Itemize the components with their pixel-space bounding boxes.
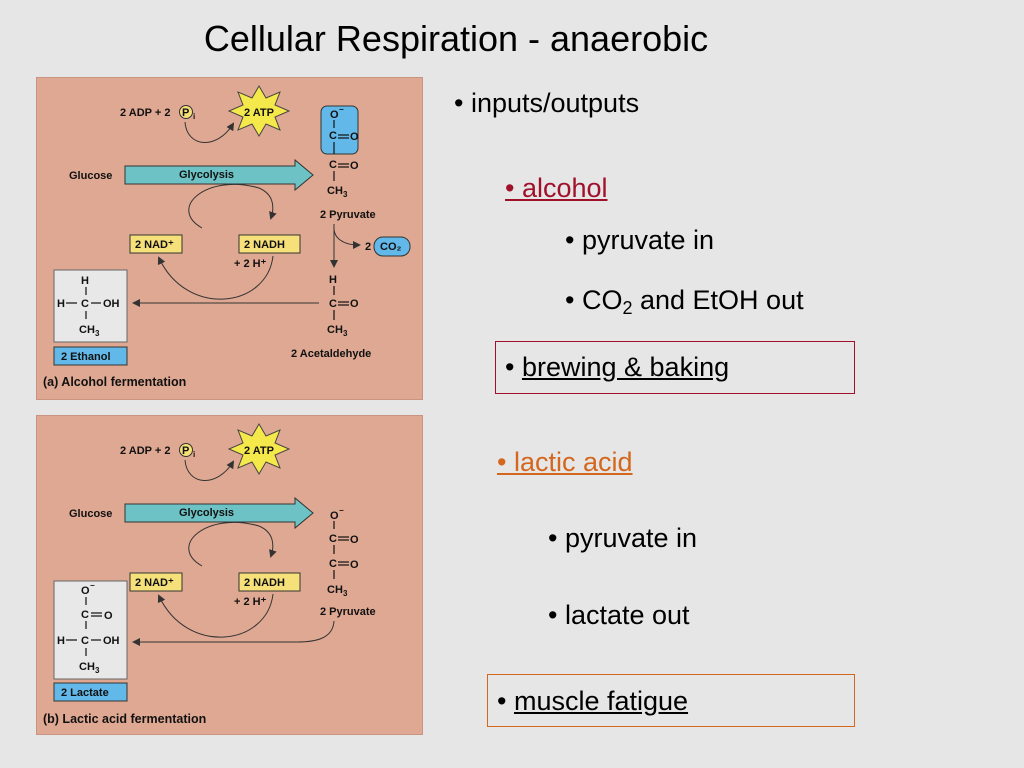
bullet-co2-etoh-out: • CO2 and EtOH out <box>565 285 804 318</box>
svg-text:C: C <box>329 130 337 142</box>
nad-label: 2 NAD⁺ <box>135 239 174 251</box>
svg-text:CH: CH <box>327 584 343 596</box>
svg-text:CH: CH <box>79 324 95 336</box>
svg-text:3: 3 <box>95 329 100 338</box>
nadh-box <box>238 234 301 254</box>
glucose-label: Glucose <box>69 170 112 182</box>
svg-text:3: 3 <box>343 589 348 598</box>
slide-title: Cellular Respiration - anaerobic <box>203 18 709 59</box>
svg-text:C: C <box>81 635 89 647</box>
svg-text:C: C <box>329 159 337 171</box>
svg-text:O: O <box>330 109 339 121</box>
glycolysis-label: Glycolysis <box>179 507 234 519</box>
svg-text:3: 3 <box>95 666 100 675</box>
atp-star-icon <box>227 85 291 137</box>
svg-text:C: C <box>329 298 337 310</box>
svg-text:3: 3 <box>343 190 348 199</box>
lactate-label: 2 Lactate <box>61 687 109 699</box>
caption-b: (b) Lactic acid fermentation <box>43 712 206 726</box>
svg-text:−: − <box>339 506 344 515</box>
svg-text:O: O <box>350 534 359 546</box>
svg-text:H: H <box>57 635 65 647</box>
svg-text:H: H <box>81 275 89 287</box>
bullet-alcohol: • alcohol <box>505 173 608 203</box>
svg-text:−: − <box>339 105 344 114</box>
nad-box <box>129 234 183 254</box>
svg-text:CH: CH <box>327 185 343 197</box>
nad-label: 2 NAD⁺ <box>135 577 174 589</box>
svg-text:3: 3 <box>343 329 348 338</box>
svg-text:O: O <box>104 610 113 622</box>
svg-text:O: O <box>350 131 359 143</box>
svg-text:O: O <box>350 160 359 172</box>
nadh-box <box>238 572 301 592</box>
acetaldehyde-label: 2 Acetaldehyde <box>291 348 371 360</box>
nad-box <box>129 572 183 592</box>
fatigue-box <box>487 674 855 727</box>
svg-text:O: O <box>350 559 359 571</box>
svg-text:H: H <box>329 274 337 286</box>
adp-label: 2 ADP + 2 <box>120 445 170 457</box>
pi-label: P <box>182 445 189 457</box>
glycolysis-label: Glycolysis <box>179 169 234 181</box>
ethanol-box <box>53 346 128 366</box>
svg-text:OH: OH <box>103 635 120 647</box>
co2-bubble <box>373 236 411 257</box>
co2-label: CO₂ <box>380 241 402 253</box>
phosphate-icon <box>179 443 193 457</box>
pyruvate-label: 2 Pyruvate <box>320 209 376 221</box>
atp-label: 2 ATP <box>244 107 274 119</box>
h-label: + 2 H⁺ <box>234 596 267 608</box>
svg-text:O: O <box>330 510 339 522</box>
adp-label: 2 ADP + 2 <box>120 107 170 119</box>
svg-text:−: − <box>90 581 95 590</box>
lactic-acid-fermentation-diagram: 2 ADP + 2 P i 2 ATP Glucose Glycolysis 2… <box>36 415 423 735</box>
bullet-lactic-pyruvate-in: • pyruvate in <box>548 523 698 553</box>
bullet-muscle-fatigue: • muscle fatigue <box>497 686 689 716</box>
bullet-lactate-out: • lactate out <box>548 600 690 630</box>
nadh-label: 2 NADH <box>244 577 285 589</box>
pi-label: P <box>182 107 189 119</box>
bullet-inputs-outputs: • inputs/outputs <box>454 88 640 118</box>
svg-text:H: H <box>57 298 65 310</box>
svg-text:C: C <box>81 609 89 621</box>
lactate-box <box>53 682 128 702</box>
bullet-lactic-acid: • lactic acid <box>497 447 633 477</box>
h-label: + 2 H⁺ <box>234 258 267 270</box>
svg-text:O: O <box>350 298 359 310</box>
glucose-label: Glucose <box>69 508 112 520</box>
bullet-alcohol-pyruvate-in: • pyruvate in <box>565 225 715 255</box>
alcohol-fermentation-diagram: 2 ADP + 2 P i 2 ATP Glucose Glycolysis 2… <box>36 77 423 400</box>
bullet-brewing-baking: • brewing & baking <box>505 352 730 382</box>
phosphate-icon <box>179 105 193 119</box>
caption-a: (a) Alcohol fermentation <box>43 375 186 389</box>
pyruvate-label: 2 Pyruvate <box>320 606 376 618</box>
svg-text:CH: CH <box>79 661 95 673</box>
atp-label: 2 ATP <box>244 445 274 457</box>
svg-text:O: O <box>81 585 90 597</box>
svg-text:C: C <box>81 298 89 310</box>
svg-text:i: i <box>193 450 195 459</box>
ethanol-label: 2 Ethanol <box>61 351 111 363</box>
svg-text:i: i <box>193 112 195 121</box>
svg-text:2: 2 <box>365 241 371 253</box>
nadh-label: 2 NADH <box>244 239 285 251</box>
svg-text:C: C <box>329 558 337 570</box>
brewing-box <box>495 341 855 394</box>
svg-text:C: C <box>329 533 337 545</box>
glycolysis-arrow <box>124 158 314 192</box>
svg-text:OH: OH <box>103 298 120 310</box>
glycolysis-arrow <box>124 496 314 530</box>
svg-text:CH: CH <box>327 324 343 336</box>
atp-star-icon <box>227 423 291 475</box>
